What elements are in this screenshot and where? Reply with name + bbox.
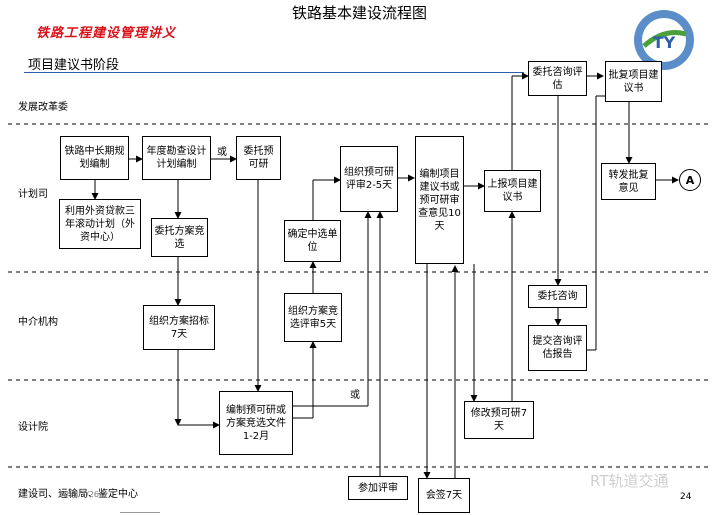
node-submit-proposal: 上报项目建议书: [484, 170, 541, 212]
lane-label-intermediary: 中介机构: [18, 317, 58, 328]
node-annual-survey-plan: 年度勘查设计计划编制: [142, 136, 211, 180]
node-submit-evaluation-report: 提交咨询评估报告: [528, 325, 587, 371]
node-attend-review: 参加评审: [348, 476, 408, 500]
stage-underline: [24, 72, 524, 73]
or-label-1: 或: [217, 147, 227, 158]
footer-rule: [120, 512, 160, 513]
watermark-text: RT轨道交通: [590, 472, 669, 490]
node-forward-approval: 转发批复意见: [601, 163, 656, 200]
node-commission-consulting: 委托咨询: [528, 285, 587, 308]
node-prepare-prefeasibility-or-scheme: 编制预可研或方案竞选文件1-2月: [219, 391, 293, 455]
node-long-term-planning: 铁路中长期规划编制: [60, 136, 129, 180]
lane-label-planning: 计划司: [18, 189, 48, 200]
lane-label-construction: 建设司、运输局、鉴定中心: [18, 489, 138, 500]
logo-letters: TY: [653, 33, 676, 52]
node-determine-winner: 确定中选单位: [284, 220, 341, 262]
page-title: 铁路基本建设流程图: [291, 4, 427, 22]
stage-heading: 项目建议书阶段: [28, 58, 120, 73]
node-approve-proposal: 批复项目建议书: [605, 61, 662, 102]
lane-label-design-institute: 设计院: [18, 422, 48, 433]
node-commission-scheme-competition: 委托方案竞选: [151, 218, 208, 257]
footer-date: 2013/7/26: [58, 490, 100, 499]
node-prefeasibility-review: 组织预可研评审2-5天: [340, 146, 398, 212]
node-revise-prefeasibility: 修改预可研7天: [464, 401, 534, 439]
node-commission-prefeasibility: 委托预可研: [236, 136, 281, 180]
node-scheme-competition-review: 组织方案竞选评审5天: [284, 293, 342, 342]
node-proposal-or-review-opinion: 编制项目建议书或预可研审查意见10天: [415, 136, 464, 264]
lane-label-ndrc: 发展改革委: [18, 102, 68, 113]
node-organize-scheme-tender: 组织方案招标7天: [143, 305, 215, 350]
lane-dividers: [8, 123, 712, 468]
node-commission-consulting-evaluation: 委托咨询评估: [528, 61, 587, 96]
or-label-2: 或: [350, 390, 360, 401]
logo-icon: TY: [634, 10, 694, 70]
page-number: 24: [680, 492, 692, 502]
connector-a: A: [679, 169, 701, 191]
node-countersign: 会签7天: [418, 478, 470, 513]
subtitle: 铁路工程建设管理讲义: [36, 26, 177, 41]
node-foreign-loan-plan: 利用外资贷款三年滚动计划（外资中心）: [59, 199, 141, 249]
